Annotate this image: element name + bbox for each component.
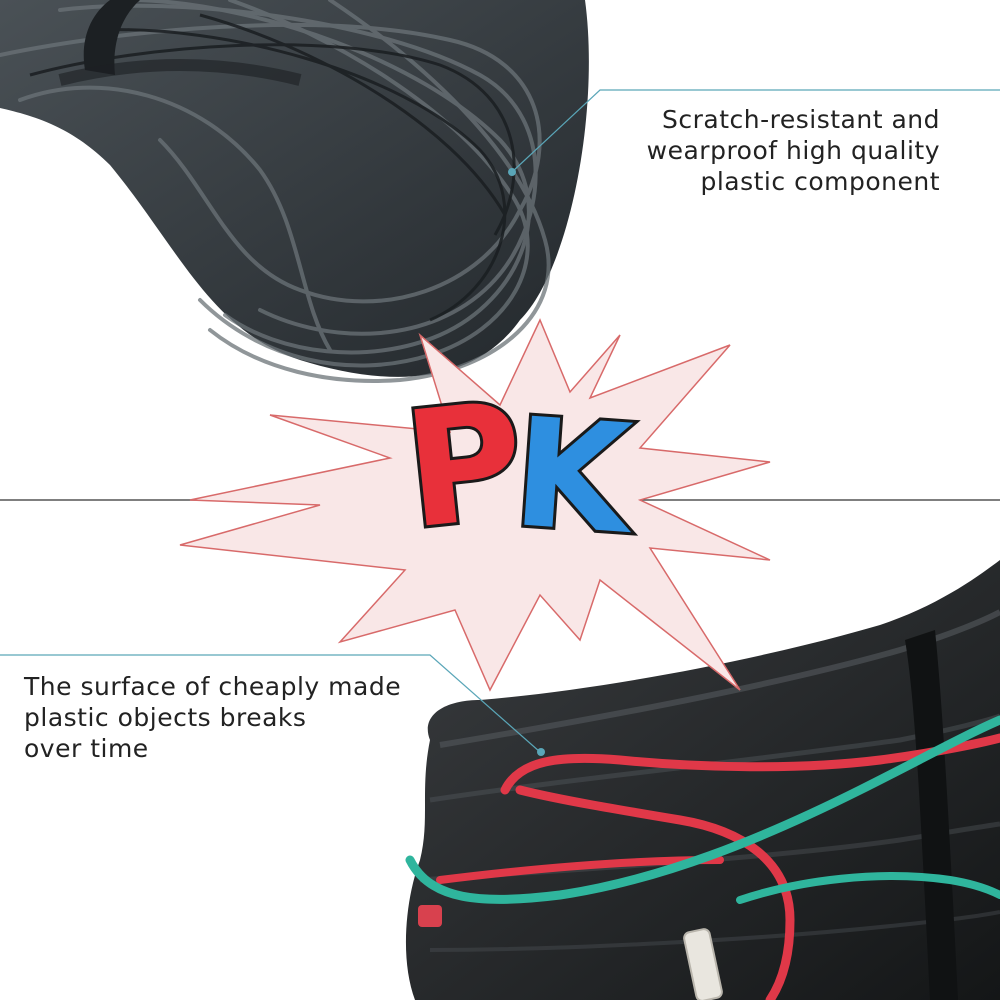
burst-shape (179, 318, 771, 692)
quality-caption-line: plastic component (700, 167, 940, 196)
top-leader-line (508, 89, 1000, 176)
cheap-caption-line: over time (24, 734, 149, 763)
cheap-caption: The surface of cheaply made plastic obje… (24, 671, 401, 764)
quality-caption-line: wearproof high quality (646, 136, 940, 165)
quality-cable-photo (0, 0, 589, 383)
pk-letter-p: PK (417, 376, 667, 577)
quality-caption: Scratch-resistant and wearproof high qua… (647, 104, 940, 197)
cheap-cable-photo (405, 560, 1000, 1000)
cheap-caption-line: plastic objects breaks (24, 703, 307, 732)
pk-badge: PK (417, 376, 667, 577)
cheap-caption-line: The surface of cheaply made (24, 672, 402, 701)
quality-caption-line: Scratch-resistant and (662, 105, 940, 134)
bottom-leader-line (0, 654, 545, 756)
